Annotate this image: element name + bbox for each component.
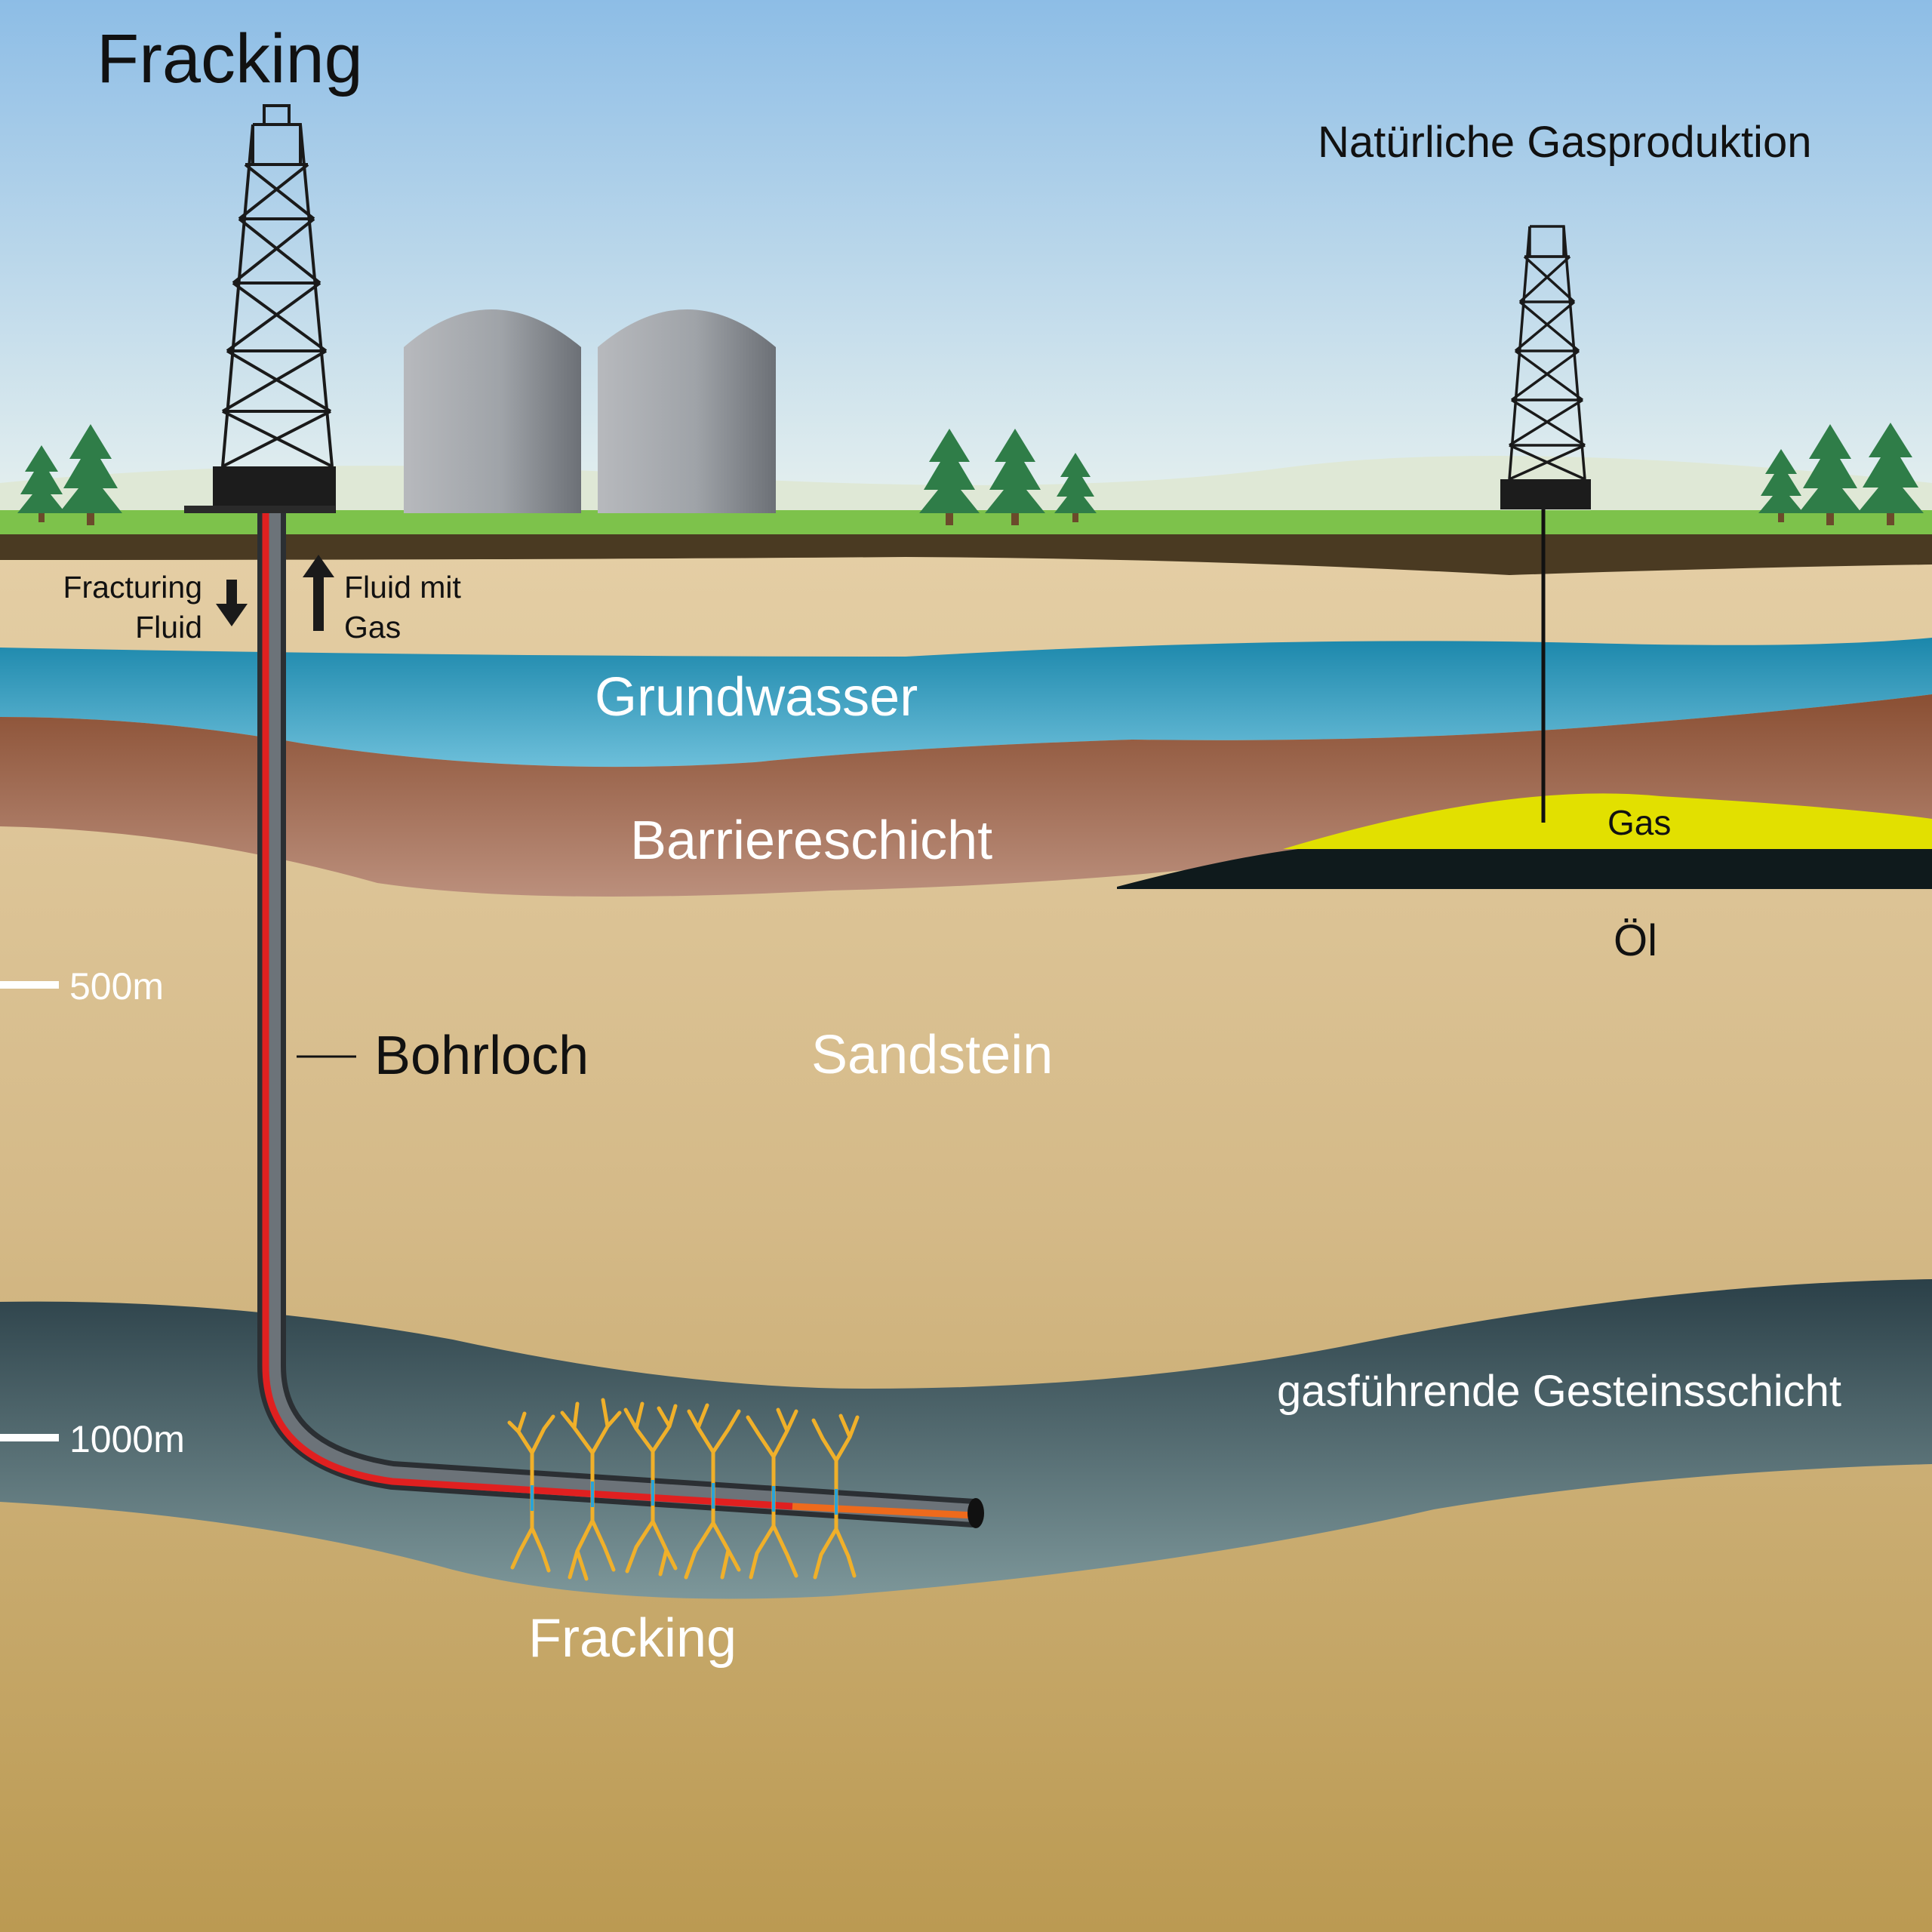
up-arrow-icon: [303, 555, 334, 631]
derrick-base: [213, 466, 336, 513]
fracturing-fluid-line1: Fracturing: [63, 570, 202, 605]
trees: [17, 423, 1924, 525]
depth-tick-1000: [0, 1434, 59, 1441]
gas-label: Gas: [1607, 803, 1672, 842]
derrick-foot: [184, 506, 335, 513]
groundwater-label: Grundwasser: [595, 667, 918, 728]
perforation-marks: [531, 1480, 838, 1515]
natural-derrick-base: [1500, 479, 1591, 509]
grass: [0, 510, 1932, 534]
fluid-pipe: [262, 513, 793, 1510]
fracking-zone-label: Fracking: [528, 1608, 737, 1669]
oil-reservoir: [1117, 849, 1932, 889]
sky: [0, 0, 1932, 528]
depth-label-1000: 1000m: [69, 1418, 185, 1460]
fluid-with-gas-line1: Fluid mit: [344, 570, 461, 605]
fluid-with-gas-label: Fluid mit Gas: [344, 568, 461, 648]
fracture-network: [507, 1398, 860, 1581]
fracturing-fluid-line2: Fluid: [135, 610, 202, 645]
depth-tick-500: [0, 981, 59, 989]
borehole-label: Bohrloch: [374, 1026, 589, 1086]
fluid-pipe-tip: [792, 1503, 974, 1519]
borehole-casing: [263, 513, 974, 1522]
groundwater-layer: [0, 638, 1932, 768]
fracking-derrick: [221, 104, 334, 468]
fracturing-fluid-label: Fracturing Fluid: [30, 568, 202, 648]
barrier-label: Barriereschicht: [630, 811, 993, 871]
gas-rock-layer: [0, 1279, 1932, 1599]
natural-derrick: [1508, 225, 1586, 481]
depth-label-500: 500m: [69, 965, 165, 1008]
sandstone-label: Sandstein: [811, 1025, 1054, 1085]
storage-tanks: [404, 309, 776, 513]
topsoil: [0, 532, 1932, 575]
oil-label: Öl: [1614, 916, 1657, 965]
page-title: Fracking: [97, 20, 363, 97]
natural-production-title: Natürliche Gasproduktion: [1318, 118, 1812, 167]
gas-reservoir: [1283, 793, 1932, 849]
gas-rock-label: gasführende Gesteinsschicht: [1277, 1367, 1841, 1416]
borehole-end: [968, 1498, 984, 1528]
fluid-with-gas-line2: Gas: [344, 610, 401, 645]
down-arrow-icon: [216, 580, 248, 626]
